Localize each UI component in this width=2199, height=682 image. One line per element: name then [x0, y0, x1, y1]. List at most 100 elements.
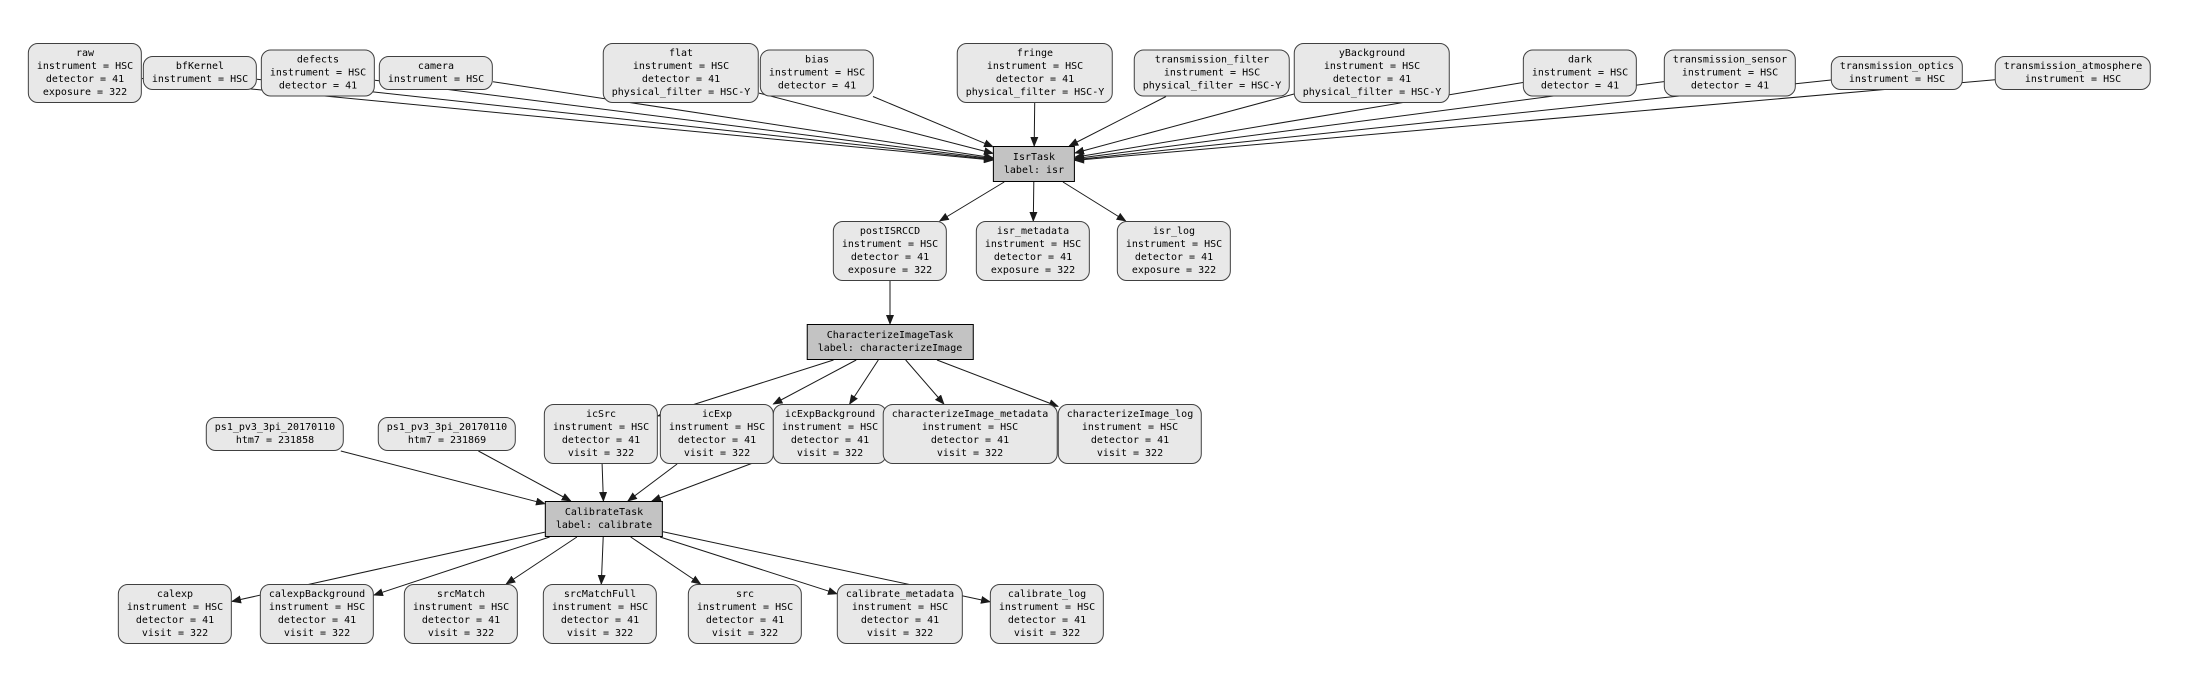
task-node-CalibrateTask: CalibrateTask label: calibrate	[544, 501, 664, 537]
edge-icSrc-to-CalibrateTask	[599, 463, 608, 502]
node-attr: instrument = HSC	[781, 422, 879, 433]
node-title: fringe	[1016, 48, 1054, 59]
node-attr: visit = 322	[141, 628, 209, 639]
edge-CharacterizeImageTask-to-icExp	[772, 359, 857, 405]
edge-CharacterizeImageTask-to-icExpBackground	[849, 359, 879, 405]
node-title: calexpBackground	[268, 589, 366, 600]
node-attr: visit = 322	[1013, 628, 1081, 639]
node-attr: instrument = HSC	[126, 602, 224, 613]
node-attr: instrument = HSC	[268, 602, 366, 613]
node-title: CalibrateTask	[564, 507, 644, 518]
node-title: defects	[296, 54, 340, 66]
edge-fringe-to-IsrTask	[1030, 102, 1039, 147]
edge-bias-to-IsrTask	[872, 96, 994, 148]
task-node-CharacterizeImageTask: CharacterizeImageTask label: characterize…	[806, 324, 974, 360]
dataset-node-ps1_231869: ps1_pv3_3pi_20170110 htm7 = 231869	[377, 417, 517, 451]
node-attr: physical_filter = HSC-Y	[1302, 87, 1442, 98]
node-attr: instrument = HSC	[986, 61, 1084, 72]
node-attr: detector = 41	[1090, 435, 1170, 446]
node-title: postISRCCD	[859, 226, 921, 237]
node-attr: instrument = HSC	[1681, 67, 1779, 79]
node-attr: detector = 41	[1332, 74, 1412, 85]
node-attr: detector = 41	[278, 80, 358, 92]
node-attr: instrument = HSC	[1081, 422, 1179, 433]
node-attr: instrument = HSC	[668, 422, 766, 433]
node-attr: instrument = HSC	[387, 74, 485, 85]
node-attr: visit = 322	[1096, 448, 1164, 459]
node-attr: detector = 41	[677, 435, 757, 446]
node-attr: instrument = HSC	[552, 422, 650, 433]
node-attr: physical_filter = HSC-Y	[965, 87, 1105, 98]
node-attr: instrument = HSC	[2024, 74, 2122, 85]
node-attr: instrument = HSC	[696, 602, 794, 613]
node-title: icExpBackground	[784, 409, 876, 420]
node-attr: instrument = HSC	[269, 67, 367, 79]
node-title: IsrTask	[1012, 152, 1056, 163]
node-attr: htm7 = 231858	[235, 435, 315, 446]
node-title: transmission_atmosphere	[2003, 61, 2143, 72]
node-title: calibrate_metadata	[845, 589, 955, 600]
node-attr: instrument = HSC	[1125, 239, 1223, 250]
node-attr: instrument = HSC	[412, 602, 510, 613]
node-attr: instrument = HSC	[1848, 74, 1946, 85]
dataset-node-icExp: icExp instrument = HSC detector = 41 visit …	[659, 404, 775, 464]
node-title: ps1_pv3_3pi_20170110	[214, 422, 336, 433]
node-attr: htm7 = 231869	[407, 435, 487, 446]
node-title: icExp	[701, 409, 733, 420]
edge-CharacterizeImageTask-to-characterizeImage_log	[936, 359, 1059, 407]
edge-CalibrateTask-to-src	[630, 536, 702, 585]
dataset-node-transmission_atmosphere: transmission_atmosphere instrument = HSC	[1994, 56, 2152, 90]
node-attr: detector = 41	[421, 615, 501, 626]
node-attr: instrument = HSC	[984, 239, 1082, 250]
node-attr: label: characterizeImage	[817, 343, 963, 354]
node-attr: visit = 322	[566, 628, 634, 639]
node-attr: physical_filter = HSC-Y	[1142, 80, 1282, 92]
node-title: transmission_optics	[1839, 61, 1955, 72]
node-attr: instrument = HSC	[841, 239, 939, 250]
node-title: transmission_sensor	[1672, 54, 1788, 66]
node-attr: visit = 322	[796, 448, 864, 459]
node-title: characterizeImage_metadata	[891, 409, 1049, 420]
task-node-IsrTask: IsrTask label: isr	[992, 146, 1076, 182]
node-attr: label: calibrate	[555, 520, 653, 531]
node-attr: detector = 41	[930, 435, 1010, 446]
node-title: calibrate_log	[1007, 589, 1087, 600]
node-title: ps1_pv3_3pi_20170110	[386, 422, 508, 433]
node-attr: detector = 41	[1007, 615, 1087, 626]
node-attr: detector = 41	[850, 252, 930, 263]
node-attr: detector = 41	[790, 435, 870, 446]
node-title: isr_metadata	[996, 226, 1070, 237]
edge-yBackground-to-IsrTask	[1074, 93, 1295, 155]
node-attr: visit = 322	[936, 448, 1004, 459]
node-attr: detector = 41	[1540, 80, 1620, 92]
node-title: srcMatchFull	[563, 589, 637, 600]
node-attr: detector = 41	[705, 615, 785, 626]
node-attr: detector = 41	[1690, 80, 1770, 92]
edge-icExp-to-CalibrateTask	[627, 463, 678, 502]
node-attr: detector = 41	[45, 74, 125, 85]
edge-ps1_231858-to-CalibrateTask	[340, 450, 546, 506]
node-attr: instrument = HSC	[551, 602, 649, 613]
node-attr: exposure = 322	[990, 265, 1076, 276]
node-attr: visit = 322	[567, 448, 635, 459]
node-attr: visit = 322	[683, 448, 751, 459]
node-attr: label: isr	[1003, 165, 1065, 176]
node-attr: detector = 41	[1134, 252, 1214, 263]
node-title: srcMatch	[436, 589, 486, 600]
node-attr: detector = 41	[561, 435, 641, 446]
node-attr: detector = 41	[641, 74, 721, 85]
node-title: CharacterizeImageTask	[826, 330, 954, 341]
edge-CalibrateTask-to-srcMatch	[505, 536, 578, 585]
node-title: bias	[804, 54, 830, 66]
